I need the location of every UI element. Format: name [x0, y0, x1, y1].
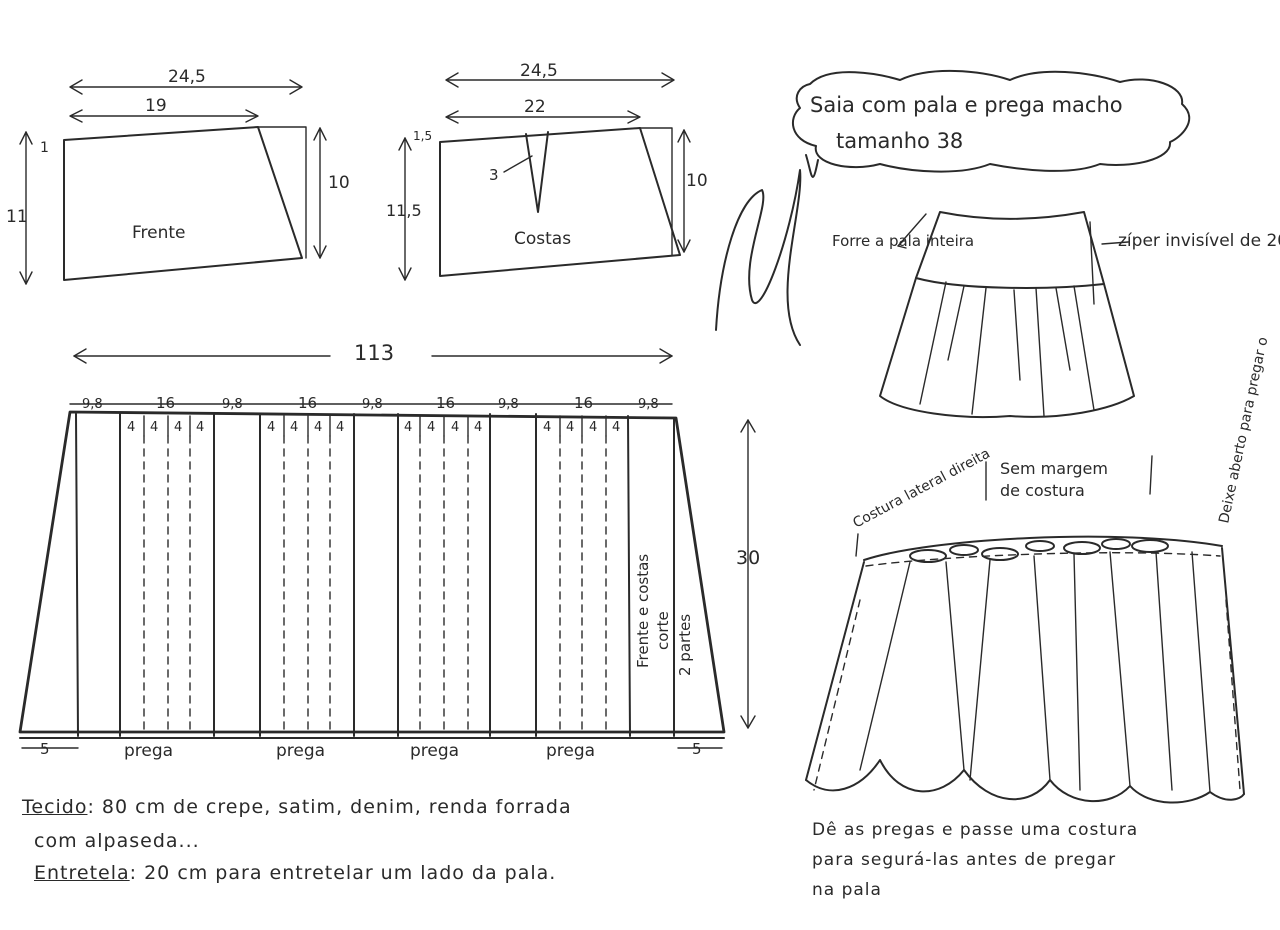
interfacing-note: Entretela: 20 cm para entretelar um lado… [34, 862, 556, 884]
front-right-height-label: 10 [328, 173, 350, 193]
svg-text:4: 4 [404, 420, 412, 435]
front-yoke-label: Frente [132, 223, 186, 243]
pleat-label-3: prega [410, 741, 459, 761]
back-yoke-label: Costas [514, 229, 571, 249]
gap-label-2: 9,8 [222, 397, 243, 412]
pleat-note-3: na pala [812, 880, 882, 900]
lining-note: Forre a pala inteira [832, 232, 974, 250]
fabric-text: : 80 cm de crepe, satim, denim, renda fo… [87, 796, 572, 818]
title-line-1: Saia com pala e prega macho [810, 93, 1123, 117]
front-yoke-outline [63, 126, 303, 281]
front-yoke-guide [257, 126, 307, 259]
fabric-label: Tecido [22, 796, 88, 818]
pleat-label-4: prega [546, 741, 595, 761]
front-top-width-label: 24,5 [168, 67, 206, 87]
back-dart-label: 3 [489, 166, 499, 184]
svg-text:4: 4 [451, 420, 459, 435]
fabric-note: Tecido: 80 cm de crepe, satim, denim, re… [22, 796, 572, 818]
back-top-width-label: 24,5 [520, 61, 558, 81]
side-note-1: Frente e costas [634, 554, 652, 668]
pleated-skirt-sketch: Sem margem de costura Costura lateral di… [805, 336, 1271, 804]
finished-skirt-sketch: Forre a pala inteira zíper invisível de … [832, 211, 1280, 419]
svg-text:4: 4 [290, 420, 298, 435]
sketch-skirt [879, 277, 1135, 419]
svg-text:4: 4 [196, 420, 204, 435]
svg-text:4: 4 [566, 420, 574, 435]
front-side-drop-label: 1 [40, 140, 49, 156]
front-yoke-piece: 24,5 19 11 1 10 Frente [6, 67, 350, 285]
skirt-panel-outline [18, 410, 726, 734]
flare-label-right: 5 [692, 740, 702, 758]
title-cloud-outline [792, 69, 1191, 173]
zipper-note: zíper invisível de 20 cm [1118, 231, 1280, 251]
pleat-note-1: Dê as pregas e passe uma costura [812, 820, 1139, 840]
skirt-panel: 113 9,8 9,8 9,8 [18, 341, 760, 761]
pleat-label-2: prega [276, 741, 325, 761]
pleat-fold-lines [859, 551, 1211, 793]
skirt-height-label: 30 [736, 547, 760, 569]
no-margin-note-1: Sem margem [1000, 459, 1108, 478]
front-left-height-label: 11 [6, 207, 28, 227]
back-dart [525, 131, 549, 213]
no-margin-note-2: de costura [1000, 481, 1085, 500]
back-yoke-outline [439, 127, 681, 277]
svg-text:4: 4 [127, 420, 135, 435]
gap-label-1: 9,8 [82, 397, 103, 412]
svg-text:4: 4 [589, 420, 597, 435]
pleat-waist-top [863, 535, 1223, 561]
pleat-width-label-4: 16 [574, 394, 593, 412]
pleat-caps [909, 538, 1169, 563]
back-yoke-piece: 3 24,5 22 11,5 1,5 10 Costas [386, 61, 708, 281]
title-line-2: tamanho 38 [836, 129, 963, 153]
back-side-drop-label: 1,5 [413, 129, 432, 143]
interfacing-label: Entretela [34, 862, 130, 884]
pleat-skirt-sides [805, 547, 1245, 795]
gap-label-4: 9,8 [498, 397, 519, 412]
flare-label-left: 5 [40, 740, 50, 758]
title-cloud: Saia com pala e prega macho tamanho 38 [792, 69, 1191, 173]
front-inner-width-label: 19 [145, 96, 167, 116]
svg-text:4: 4 [612, 420, 620, 435]
signature-mark [715, 154, 819, 346]
front-arrowheads [69, 79, 303, 95]
fabric-note-2: com alpaseda... [34, 830, 200, 852]
pleat-note-2: para segurá-las antes de pregar [812, 850, 1117, 870]
back-left-height-label: 11,5 [386, 201, 422, 220]
sketch-pleat-lines [919, 281, 1095, 417]
side-note-3: 2 partes [676, 614, 694, 676]
interfacing-text: : 20 cm para entretelar um lado da pala. [129, 862, 557, 884]
svg-text:4: 4 [150, 420, 158, 435]
svg-text:4: 4 [474, 420, 482, 435]
gap-label-3: 9,8 [362, 397, 383, 412]
pleat-skirt-hem [805, 759, 1245, 804]
svg-text:4: 4 [314, 420, 322, 435]
side-note-2: corte [654, 611, 672, 650]
svg-text:4: 4 [174, 420, 182, 435]
pleat-width-label-2: 16 [298, 394, 317, 412]
skirt-fold-lines [143, 435, 607, 735]
svg-text:4: 4 [336, 420, 344, 435]
svg-text:4: 4 [427, 420, 435, 435]
right-seam-note: Costura lateral direita [850, 446, 992, 532]
skirt-segment-lines [75, 413, 675, 737]
open-note: Deixe aberto para pregar o [1216, 336, 1271, 525]
back-right-height-label: 10 [686, 171, 708, 191]
svg-text:4: 4 [267, 420, 275, 435]
pleat-label-1: prega [124, 741, 173, 761]
pleat-width-label-1: 16 [156, 394, 175, 412]
svg-text:4: 4 [543, 420, 551, 435]
back-inner-width-label: 22 [524, 97, 546, 117]
skirt-total-width-label: 113 [354, 341, 394, 365]
pleat-width-label-3: 16 [436, 394, 455, 412]
gap-label-5: 9,8 [638, 397, 659, 412]
